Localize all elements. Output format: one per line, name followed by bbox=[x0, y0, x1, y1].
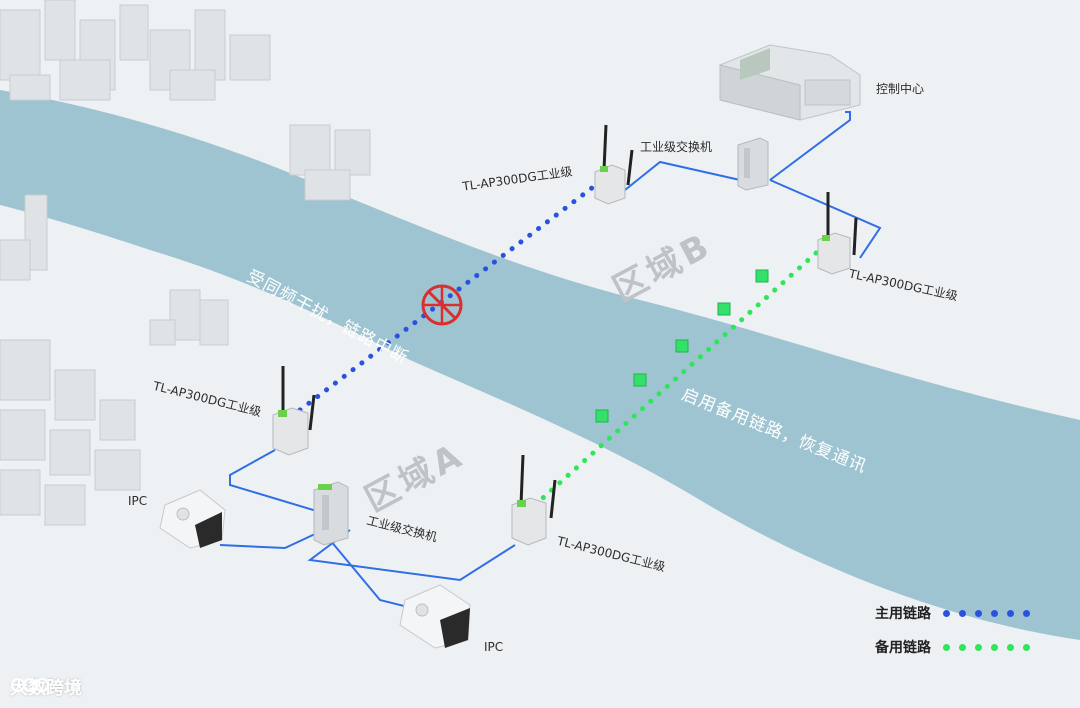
cable-switch-ap-a2 bbox=[307, 529, 516, 582]
control-center-building bbox=[719, 44, 861, 121]
cable-switch-ap-b2 bbox=[769, 179, 882, 259]
backup-link-cubes bbox=[595, 269, 769, 423]
legend-primary-label: 主用链路 bbox=[875, 606, 931, 622]
control-center-label: 控制中心 bbox=[876, 82, 925, 96]
legend-backup: 备用链路 bbox=[875, 637, 1030, 657]
ap-b2-device bbox=[817, 192, 858, 275]
backup-link bbox=[532, 242, 828, 508]
cable-switch-ap-b1 bbox=[624, 160, 741, 191]
ap-b1-device bbox=[594, 124, 634, 205]
city-mid-left bbox=[0, 124, 371, 346]
city-bottom-left bbox=[0, 339, 141, 526]
ipc-1-camera bbox=[159, 489, 226, 549]
ipc-2-label: IPC bbox=[484, 640, 504, 654]
watermark: 大数跨境 bbox=[10, 674, 82, 700]
ap-a1-device bbox=[272, 366, 316, 456]
ipc-1-label: IPC bbox=[128, 494, 148, 508]
city-top-left bbox=[0, 0, 271, 101]
cable-ap-a1-switch bbox=[229, 449, 331, 516]
cable-control-switch bbox=[769, 111, 851, 181]
watermark-logo-icon bbox=[11, 678, 49, 692]
switch-a-device bbox=[313, 481, 349, 546]
ap-a2-device bbox=[511, 454, 557, 546]
switch-b-device bbox=[737, 137, 769, 191]
river bbox=[0, 90, 1080, 640]
link-blocked-icon bbox=[421, 284, 463, 326]
ipc-2-camera bbox=[399, 584, 471, 649]
legend-primary-swatch bbox=[943, 609, 1030, 617]
switch-b-label: 工业级交换机 bbox=[640, 140, 713, 154]
legend-backup-swatch bbox=[943, 643, 1030, 651]
legend-backup-label: 备用链路 bbox=[875, 640, 931, 656]
legend-primary: 主用链路 bbox=[875, 603, 1030, 623]
